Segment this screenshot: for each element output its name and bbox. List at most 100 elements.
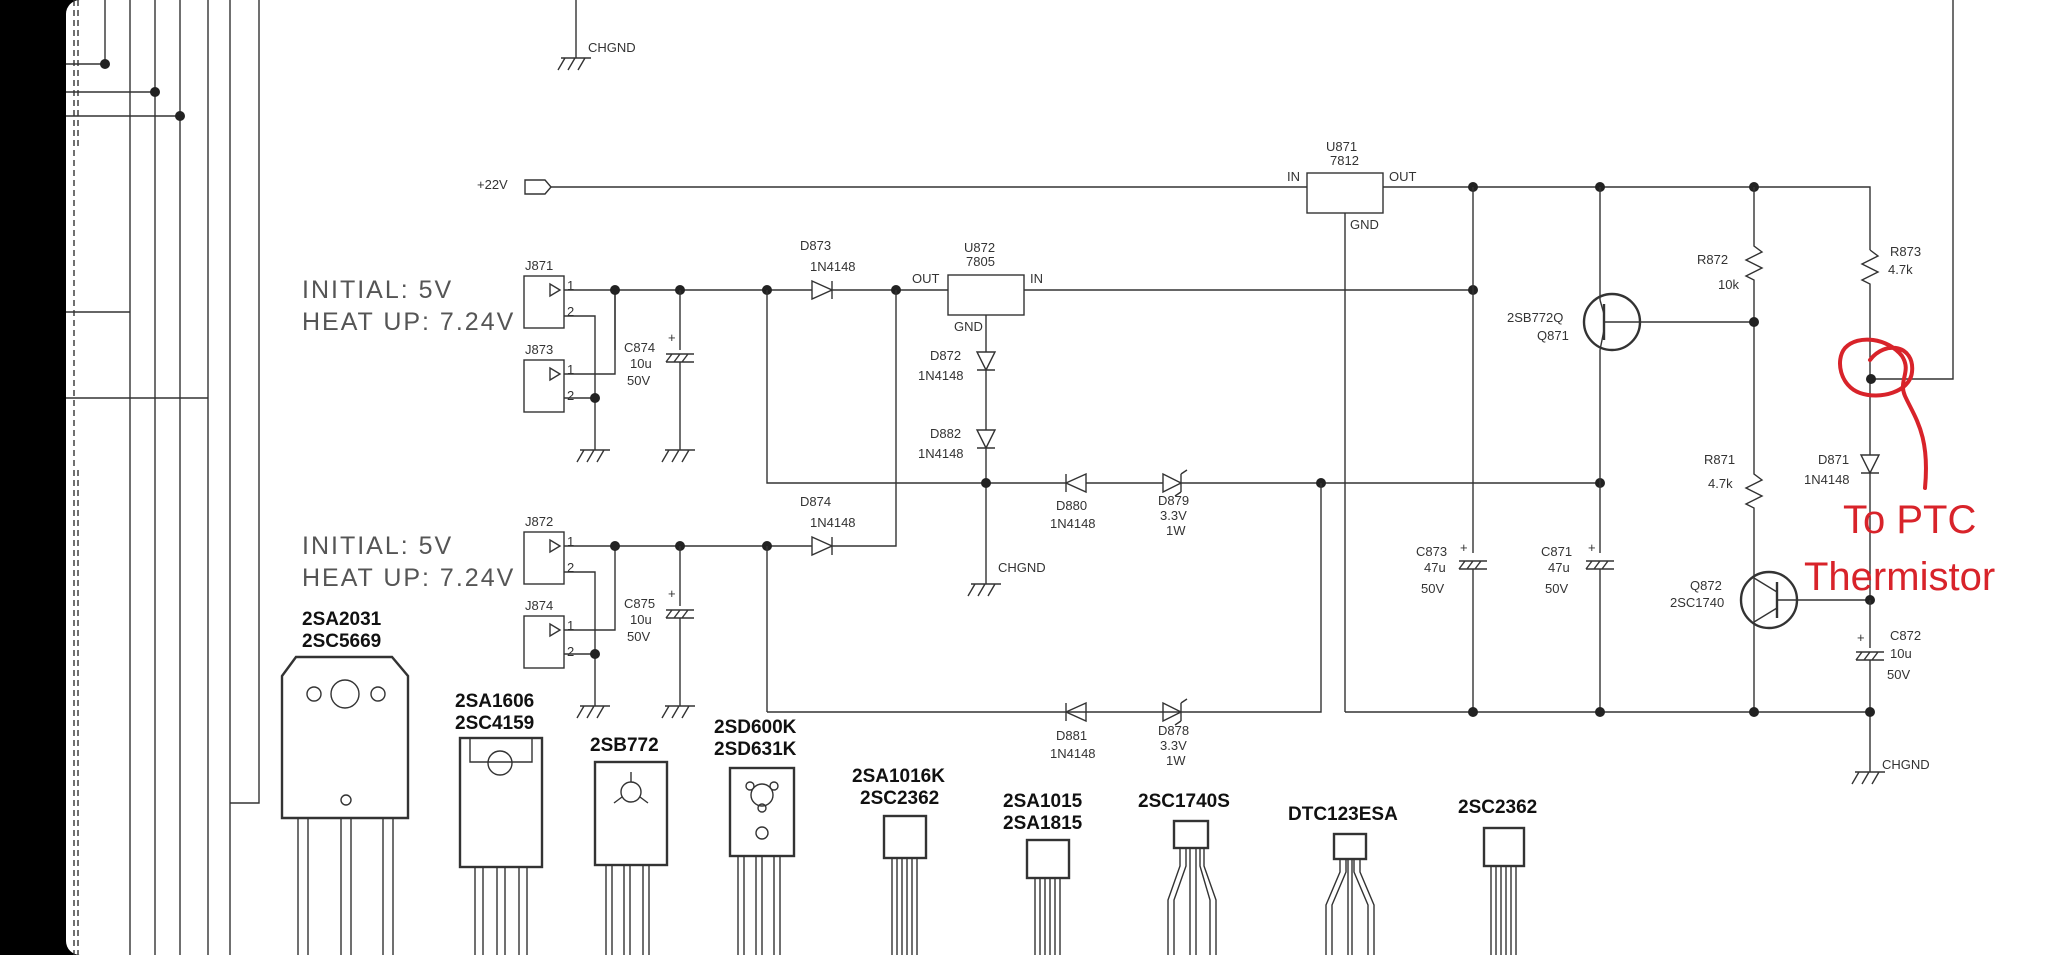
c873-volt: 50V (1421, 581, 1444, 596)
ptc-wire (1871, 0, 1954, 380)
d871-part: 1N4148 (1804, 472, 1850, 487)
d882-part: 1N4148 (918, 446, 964, 461)
c874-ref: C874 (624, 340, 655, 355)
j871-pin2: 2 (567, 304, 574, 319)
chgnd-label: CHGND (588, 40, 636, 55)
note-bottom-initial: INITIAL: 5V (302, 532, 453, 560)
rail-22v-label: +22V (477, 177, 508, 192)
r872-val: 10k (1718, 277, 1739, 292)
pkg3-line1: 2SD600K (714, 717, 797, 738)
c874-val: 10u (630, 356, 652, 371)
r872-ref: R872 (1697, 252, 1728, 267)
pkg2-line1: 2SB772 (590, 735, 659, 756)
j871-label: J871 (525, 258, 553, 273)
q871-part: 2SB772Q (1507, 310, 1563, 325)
annotation-line1: To PTC (1843, 498, 1976, 542)
c872-volt: 50V (1887, 667, 1910, 682)
c873-val: 47u (1424, 560, 1446, 575)
j874-connector (523, 615, 565, 669)
c871-plus: + (1588, 540, 1596, 555)
j872-label: J872 (525, 514, 553, 529)
d878-ref: D878 (1158, 723, 1189, 738)
note-bottom-heatup: HEAT UP: 7.24V (302, 564, 515, 592)
package-legend: 2SA2031 2SC5669 2SA1606 2SC4159 2SB772 2… (280, 609, 1537, 955)
u872-ref: U872 (964, 240, 995, 255)
r872-r871-resistors (1744, 187, 1764, 712)
q872-part: 2SC1740 (1670, 595, 1724, 610)
j874-pin1: 1 (567, 618, 574, 633)
pkg5-outline (1025, 838, 1071, 880)
d882-ref: D882 (930, 426, 961, 441)
pkg7-line1: DTC123ESA (1288, 804, 1398, 825)
j874-label: J874 (525, 598, 553, 613)
d881-part: 1N4148 (1050, 746, 1096, 761)
pkg0-outline (280, 655, 410, 820)
pkg0-line2: 2SC5669 (302, 631, 381, 652)
r871-val: 4.7k (1708, 476, 1733, 491)
c875-ref: C875 (624, 596, 655, 611)
c875-val: 10u (630, 612, 652, 627)
c873-plus: + (1460, 540, 1468, 555)
c872-plus: + (1857, 630, 1865, 645)
chgnd-right: CHGND (1882, 757, 1930, 772)
schematic-sheet (66, 0, 2048, 955)
j873-pin2: 2 (567, 388, 574, 403)
pkg4-outline (882, 814, 928, 860)
r873-ref: R873 (1890, 244, 1921, 259)
u871-in: IN (1287, 169, 1300, 184)
pkg5-line1: 2SA1015 (1003, 791, 1083, 812)
rail-22v: +22V U871 7812 IN OUT GND (477, 139, 1871, 712)
j874-pin2: 2 (567, 644, 574, 659)
q872-ref: Q872 (1690, 578, 1722, 593)
d881-ref: D881 (1056, 728, 1087, 743)
c875-plus: + (668, 586, 676, 601)
pkg3-line2: 2SD631K (714, 739, 797, 760)
q871-ref: Q871 (1537, 328, 1569, 343)
c871-ref: C871 (1541, 544, 1572, 559)
c875-volt: 50V (627, 629, 650, 644)
pkg4-line1: 2SA1016K (852, 766, 945, 787)
d874-part: 1N4148 (810, 515, 856, 530)
u872-in: IN (1030, 271, 1043, 286)
d880-part: 1N4148 (1050, 516, 1096, 531)
pkg5-line2: 2SA1815 (1003, 813, 1083, 834)
u871-part: 7812 (1330, 153, 1359, 168)
d873-part: 1N4148 (810, 259, 856, 274)
pkg6-line1: 2SC1740S (1138, 791, 1230, 812)
pkg0-line1: 2SA2031 (302, 609, 382, 630)
d879-w: 1W (1166, 523, 1186, 538)
r871-ref: R871 (1704, 452, 1735, 467)
d872-part: 1N4148 (918, 368, 964, 383)
j873-pin1: 1 (567, 362, 574, 377)
j871-pin1: 1 (567, 278, 574, 293)
pkg1-line2: 2SC4159 (455, 713, 534, 734)
c874-volt: 50V (627, 373, 650, 388)
pkg7-outline (1332, 832, 1368, 861)
d878-v: 3.3V (1160, 738, 1187, 753)
u872-out: OUT (912, 271, 940, 286)
u871-gnd: GND (1350, 217, 1379, 232)
chgnd-top: CHGND (557, 0, 636, 71)
c871-volt: 50V (1545, 581, 1568, 596)
chgnd-mid: CHGND (998, 560, 1046, 575)
u871-out: OUT (1389, 169, 1417, 184)
j872-connector (523, 531, 565, 585)
j872-pin2: 2 (567, 560, 574, 575)
j873-connector (523, 359, 565, 413)
u872-body (947, 274, 1025, 316)
upper-section: INITIAL: 5V HEAT UP: 7.24V J871 1 2 J873… (302, 238, 1605, 713)
pkg8-outline (1482, 826, 1526, 868)
d872-ref: D872 (930, 348, 961, 363)
note-top-heatup: HEAT UP: 7.24V (302, 308, 515, 336)
red-circle-mark (1838, 337, 1928, 490)
c872-val: 10u (1890, 646, 1912, 661)
annotation-line2: Thermistor (1804, 555, 1995, 599)
r873-val: 4.7k (1888, 262, 1913, 277)
c874-plus: + (668, 330, 676, 345)
d879-v: 3.3V (1160, 508, 1187, 523)
lower-section: INITIAL: 5V HEAT UP: 7.24V J872 1 2 J874… (302, 290, 1189, 768)
pkg2-outline (593, 760, 669, 867)
u871-ref: U871 (1326, 139, 1357, 154)
note-top-initial: INITIAL: 5V (302, 276, 453, 304)
